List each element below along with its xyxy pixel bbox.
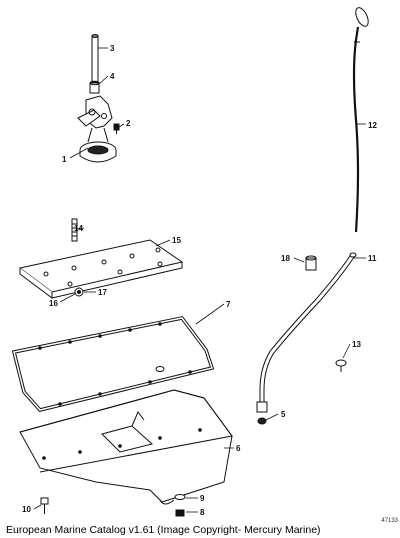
oil-pan-gasket <box>11 316 215 412</box>
oil-pan <box>19 389 233 505</box>
exploded-parts-diagram: 3 4 2 1 12 11 18 13 5 6 7 8 9 10 14 15 1… <box>11 7 377 517</box>
callout-labels: 3 4 2 1 12 11 18 13 5 6 7 8 9 10 14 15 1… <box>22 44 377 517</box>
pickup-tube <box>91 34 99 83</box>
tube-plug <box>305 255 317 271</box>
callout-7: 7 <box>226 300 231 309</box>
callout-6: 6 <box>236 444 241 453</box>
callout-12: 12 <box>368 121 377 130</box>
windage-tray <box>18 239 184 299</box>
dipstick <box>352 7 369 233</box>
image-caption: European Marine Catalog v1.61 (Image Cop… <box>6 524 321 536</box>
callout-17: 17 <box>98 288 107 297</box>
callout-3: 3 <box>110 44 115 53</box>
callout-15: 15 <box>172 236 181 245</box>
callout-5: 5 <box>281 410 286 419</box>
leader-lines <box>33 47 366 513</box>
callout-1: 1 <box>62 155 67 164</box>
oil-pump <box>77 95 117 163</box>
callout-4: 4 <box>110 72 115 81</box>
drain-plug <box>174 494 186 517</box>
bracket-screw <box>335 359 347 372</box>
drawing-number: 47133 <box>381 518 398 524</box>
callout-9: 9 <box>200 494 205 503</box>
callout-8: 8 <box>200 508 205 517</box>
pump-screw <box>113 123 120 134</box>
callout-2: 2 <box>126 119 131 128</box>
dipstick-tube <box>256 252 357 413</box>
callout-13: 13 <box>352 340 361 349</box>
callout-10: 10 <box>22 505 31 514</box>
callout-18: 18 <box>281 254 290 263</box>
callout-14: 14 <box>74 224 83 233</box>
callout-11: 11 <box>368 254 377 263</box>
pan-bolt <box>40 497 49 514</box>
stud <box>71 218 78 242</box>
spacer <box>89 80 100 94</box>
o-ring <box>257 417 267 425</box>
callout-16: 16 <box>49 299 58 308</box>
